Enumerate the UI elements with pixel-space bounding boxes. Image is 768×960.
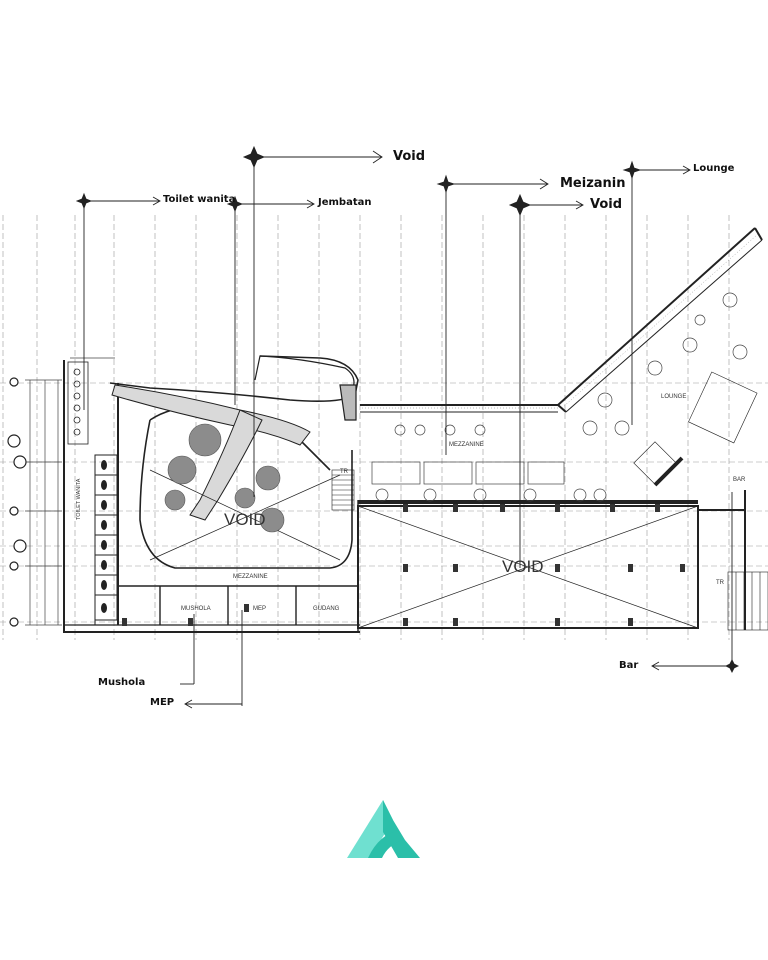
room-label-void-left: VOID	[224, 510, 266, 529]
brand-logo	[347, 800, 420, 858]
stair-left	[331, 469, 355, 511]
callout-jembatan: Jembatan	[318, 197, 372, 208]
columns	[122, 504, 685, 626]
room-label-lounge: LOUNGE	[661, 394, 686, 400]
room-label-mezzanine-top: MEZZANINE	[449, 442, 484, 448]
wall-hatching	[362, 233, 759, 409]
right-void-cross	[357, 505, 699, 629]
room-label-mep: MEP	[253, 606, 266, 612]
right-block-walls	[357, 227, 763, 630]
room-label-bar: BAR	[733, 477, 746, 483]
left-void-cross	[149, 469, 341, 561]
callout-lounge: Lounge	[693, 163, 735, 174]
trees	[164, 423, 285, 533]
room-label-toilet-wanita: TOILET WANITA	[76, 478, 82, 520]
room-label-void-right: VOID	[502, 557, 544, 576]
callout-mushola: Mushola	[98, 677, 146, 688]
callout-void-top: Void	[393, 149, 426, 164]
room-label-tr-right: TR	[716, 580, 725, 586]
stair-right	[727, 571, 768, 631]
dimension-lines	[25, 357, 115, 626]
callout-leaders	[75, 145, 740, 709]
callout-meizanin: Meizanin	[560, 176, 626, 191]
mezzanine-seating	[371, 424, 607, 502]
callout-bar: Bar	[619, 660, 639, 671]
toilet-stalls	[94, 454, 118, 621]
grid-lines	[2, 215, 730, 640]
upper-bridge	[254, 355, 357, 421]
callout-toilet-wanita: Toilet wanita	[163, 194, 236, 205]
lounge-stairs	[633, 371, 758, 487]
grid-lines-horizontal	[0, 382, 768, 623]
room-label-mezzanine-bottom: MEZZANINE	[233, 574, 268, 580]
axis-markers	[7, 377, 27, 627]
sinks	[67, 361, 89, 445]
left-block-walls	[63, 360, 360, 633]
bridge-ramp	[111, 384, 311, 521]
toilet-fixtures	[101, 460, 107, 613]
lounge-tables	[582, 292, 748, 436]
callout-void-mid: Void	[590, 197, 623, 212]
room-label-gudang: GUDANG	[313, 606, 340, 612]
room-label-mushola: MUSHOLA	[181, 606, 211, 612]
room-label-tr-left: TR	[340, 469, 349, 475]
callout-mep: MEP	[150, 697, 175, 708]
